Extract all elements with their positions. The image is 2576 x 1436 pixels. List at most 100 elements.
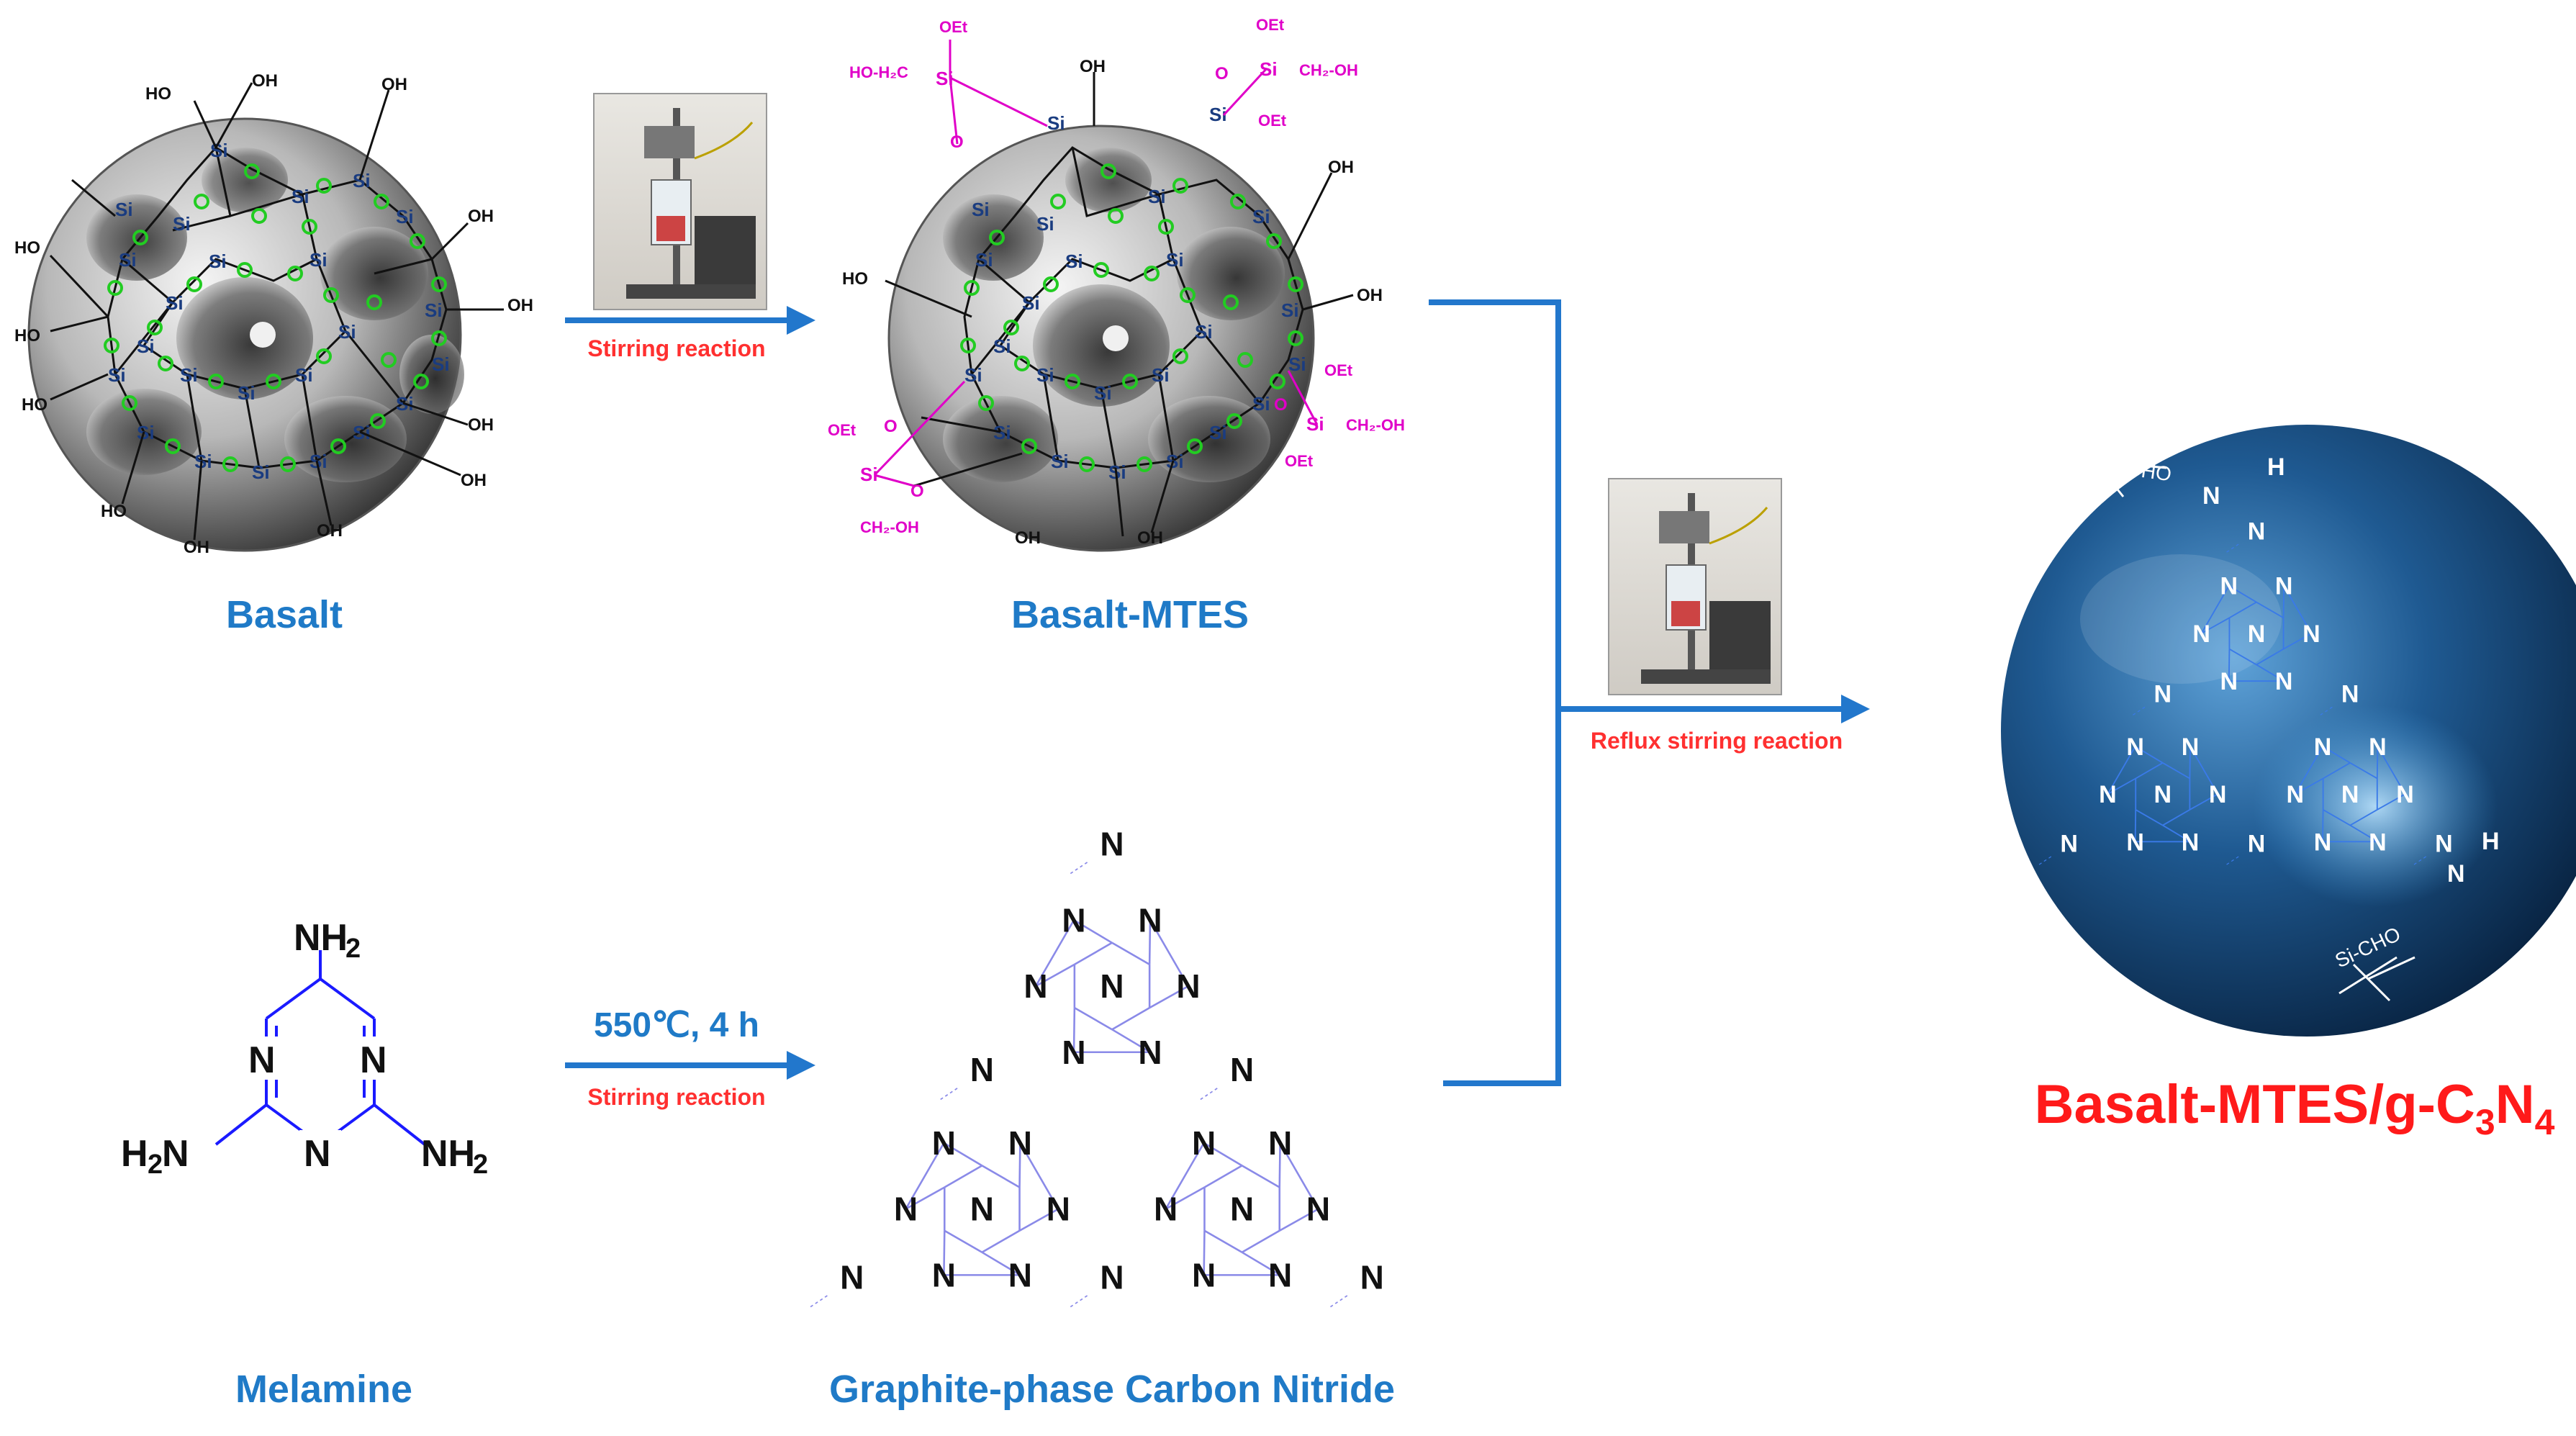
svg-text:OEt: OEt [939, 18, 968, 36]
gcn-n-atom: N [1023, 967, 1047, 1005]
svg-text:Si: Si [396, 206, 414, 227]
svg-text:N: N [360, 1039, 387, 1081]
calcination-step: 550℃, 4 h Stirring reaction [565, 1006, 815, 1110]
product-gcn-bridge-n: N [2060, 830, 2078, 857]
gcn-n-atom: N [1047, 1191, 1070, 1228]
stirring-step: Stirring reaction [565, 93, 815, 361]
svg-text:Basalt-MTES/g-C3N4: Basalt-MTES/g-C3N4 [2035, 1074, 2555, 1142]
svg-text:O: O [1215, 64, 1229, 83]
product-gcn-n-atom: N [2248, 620, 2266, 648]
svg-text:Si: Si [425, 299, 443, 321]
svg-text:N: N [2447, 860, 2465, 888]
gcn-bridge-n: N [970, 1051, 994, 1088]
svg-text:OH: OH [507, 296, 533, 315]
basalt-o-atoms [104, 163, 447, 472]
svg-text:Si: Si [108, 364, 126, 386]
product-gcn-n-atom: N [2209, 781, 2227, 808]
mtes-pink-group-2: Si OEt CH₂-OH OEt O [1215, 16, 1358, 130]
product-sicho-labels: Si-CHO Si-CHO Si-CHO [1925, 453, 2404, 972]
svg-text:HO: HO [14, 238, 40, 258]
svg-text:CH₂-OH: CH₂-OH [1299, 61, 1358, 79]
mtes-oh-groups [885, 72, 1354, 537]
svg-text:Si: Si [1195, 321, 1213, 343]
gcn-n-atom: N [932, 1256, 956, 1293]
svg-text:Si: Si [166, 292, 184, 314]
svg-text:Si: Si [1148, 186, 1166, 207]
product-gcn-n-atom: N [2275, 573, 2293, 600]
svg-text:Si: Si [975, 249, 993, 271]
svg-text:OH: OH [1357, 286, 1383, 305]
svg-text:Si: Si [936, 68, 954, 89]
product-gcn-n-atom: N [2126, 828, 2144, 856]
svg-text:Si: Si [1252, 393, 1270, 415]
svg-text:O: O [884, 417, 898, 436]
mtes-network [963, 146, 1304, 469]
product-label: Basalt-MTES/g-C3N4 [2035, 1074, 2555, 1142]
gcn-n-atom: N [1062, 1034, 1085, 1071]
svg-text:Si: Si [115, 199, 133, 220]
svg-text:OH: OH [1137, 528, 1163, 548]
blue-sphere [2001, 425, 2576, 1037]
basalt-hydroxyls [49, 82, 504, 541]
gcn-n-atom: N [1268, 1256, 1292, 1293]
svg-text:Si: Si [1306, 413, 1324, 435]
gcn-bridge-n: N [1100, 1258, 1124, 1296]
svg-text:H: H [2267, 453, 2285, 481]
svg-text:OH: OH [468, 415, 494, 435]
svg-text:2: 2 [473, 1150, 488, 1180]
svg-text:O: O [950, 132, 964, 152]
product-gcn-n-atom: N [2182, 733, 2200, 761]
svg-text:Si: Si [993, 335, 1011, 357]
stirring-label-1: Stirring reaction [587, 335, 765, 361]
gcn-n-atom: N [1192, 1256, 1216, 1293]
svg-text:OH: OH [461, 471, 487, 490]
svg-text:2: 2 [148, 1150, 163, 1180]
gcn-label: Graphite-phase Carbon Nitride [829, 1368, 1395, 1411]
svg-text:Si-CHO: Si-CHO [2101, 453, 2173, 485]
svg-text:OEt: OEt [1258, 112, 1287, 130]
product-gcn-n-atom: N [2126, 733, 2144, 761]
svg-text:HO: HO [145, 84, 171, 104]
gcn-n-atom: N [1154, 1191, 1178, 1228]
svg-text:Si: Si [1065, 250, 1083, 272]
svg-text:H: H [2001, 914, 2019, 941]
lab-apparatus-photo-2 [1608, 478, 1782, 695]
svg-text:OEt: OEt [1285, 452, 1314, 470]
svg-text:Si: Si [1260, 58, 1278, 80]
svg-text:CH₂-OH: CH₂-OH [1346, 416, 1405, 434]
gcn-bridge-n: N [840, 1258, 864, 1296]
basalt-mtes-label: Basalt-MTES [1011, 593, 1249, 636]
gcn-n-atom: N [1062, 901, 1085, 939]
merge-bracket [1429, 299, 1561, 1086]
reflux-step: Reflux stirring reaction [1429, 299, 1870, 1086]
mtes-o-atoms [960, 163, 1303, 472]
product-gcn-n-atom: N [2220, 668, 2238, 695]
svg-text:OEt: OEt [1324, 361, 1353, 379]
basalt-oh-labels: HO OH OH OH OH OH OH OH OH HO HO HO HO [14, 71, 533, 557]
svg-text:HO: HO [842, 269, 868, 289]
product-gcn-bridge-n: N [2435, 830, 2453, 857]
svg-text:H: H [121, 1133, 148, 1175]
product-gcn-n-atom: N [2154, 781, 2172, 808]
gcn-bridge-n: N [1230, 1051, 1254, 1088]
product-gcn-n-atom: N [2369, 733, 2387, 761]
svg-text:Si: Si [993, 422, 1011, 443]
svg-text:N: N [2202, 482, 2220, 510]
svg-text:Si: Si [1166, 451, 1184, 472]
gcn-n-atom: N [894, 1191, 918, 1228]
sphere-glow [2253, 705, 2498, 907]
svg-text:N: N [248, 1039, 276, 1081]
svg-text:Si: Si [860, 464, 878, 485]
gcn-n-atom: N [1138, 1034, 1162, 1071]
mtes-oh-labels: OH OH OH HO OH OH [842, 57, 1383, 548]
svg-text:Si: Si [1288, 353, 1306, 375]
svg-text:NH: NH [421, 1133, 475, 1175]
svg-text:OH: OH [1328, 158, 1354, 177]
svg-text:OH: OH [1080, 57, 1106, 76]
svg-text:HO-H₂C: HO-H₂C [849, 63, 908, 81]
svg-text:Si: Si [1051, 451, 1069, 472]
